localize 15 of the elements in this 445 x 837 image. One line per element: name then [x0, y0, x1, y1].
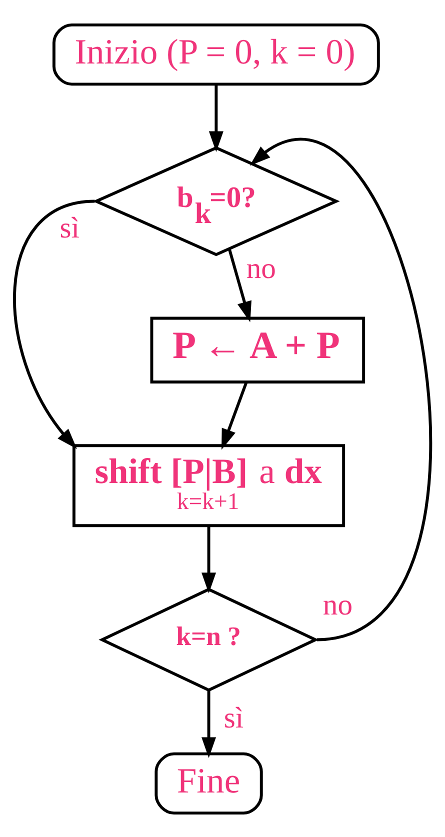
arrow	[208, 84, 224, 152]
node-diamond: k=n ?	[98, 587, 319, 692]
arrow	[13, 199, 95, 448]
node-box: Inizio (P = 0, k = 0)	[52, 22, 380, 86]
arrow	[202, 525, 216, 593]
arrow	[228, 248, 252, 322]
edge-label: sì	[60, 212, 80, 244]
node-box: P ← A + P	[150, 316, 366, 383]
arrow	[250, 138, 432, 641]
node-box: shift [P|B] a dx k=k+1	[72, 444, 346, 527]
arrow	[202, 690, 216, 758]
edge-label: sì	[224, 702, 244, 734]
edge-label: no	[322, 589, 352, 622]
arrow	[221, 381, 248, 450]
node-box: Fine	[154, 752, 263, 814]
